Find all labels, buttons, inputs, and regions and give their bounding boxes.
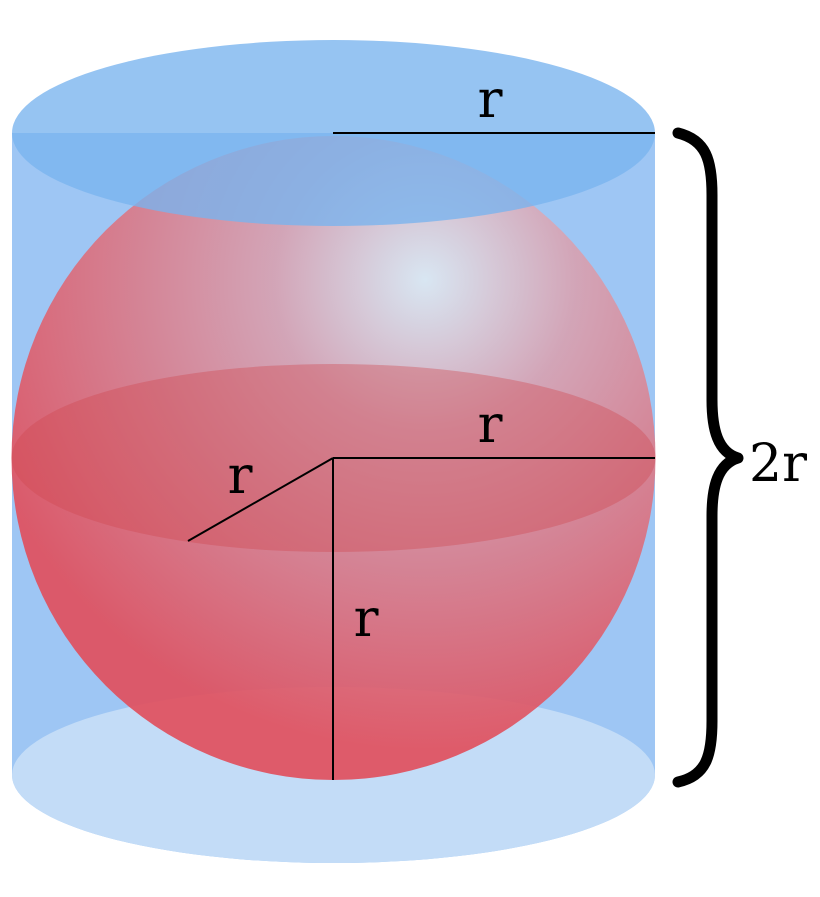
height-label: 2r (749, 434, 807, 494)
height-brace (672, 127, 744, 788)
top-radius-label: r (478, 70, 503, 130)
vertical-radius-label: r (354, 589, 379, 649)
depth-radius-label: r (228, 446, 253, 506)
depth-radius-line (187, 457, 334, 542)
equator-radius-label: r (478, 395, 503, 455)
